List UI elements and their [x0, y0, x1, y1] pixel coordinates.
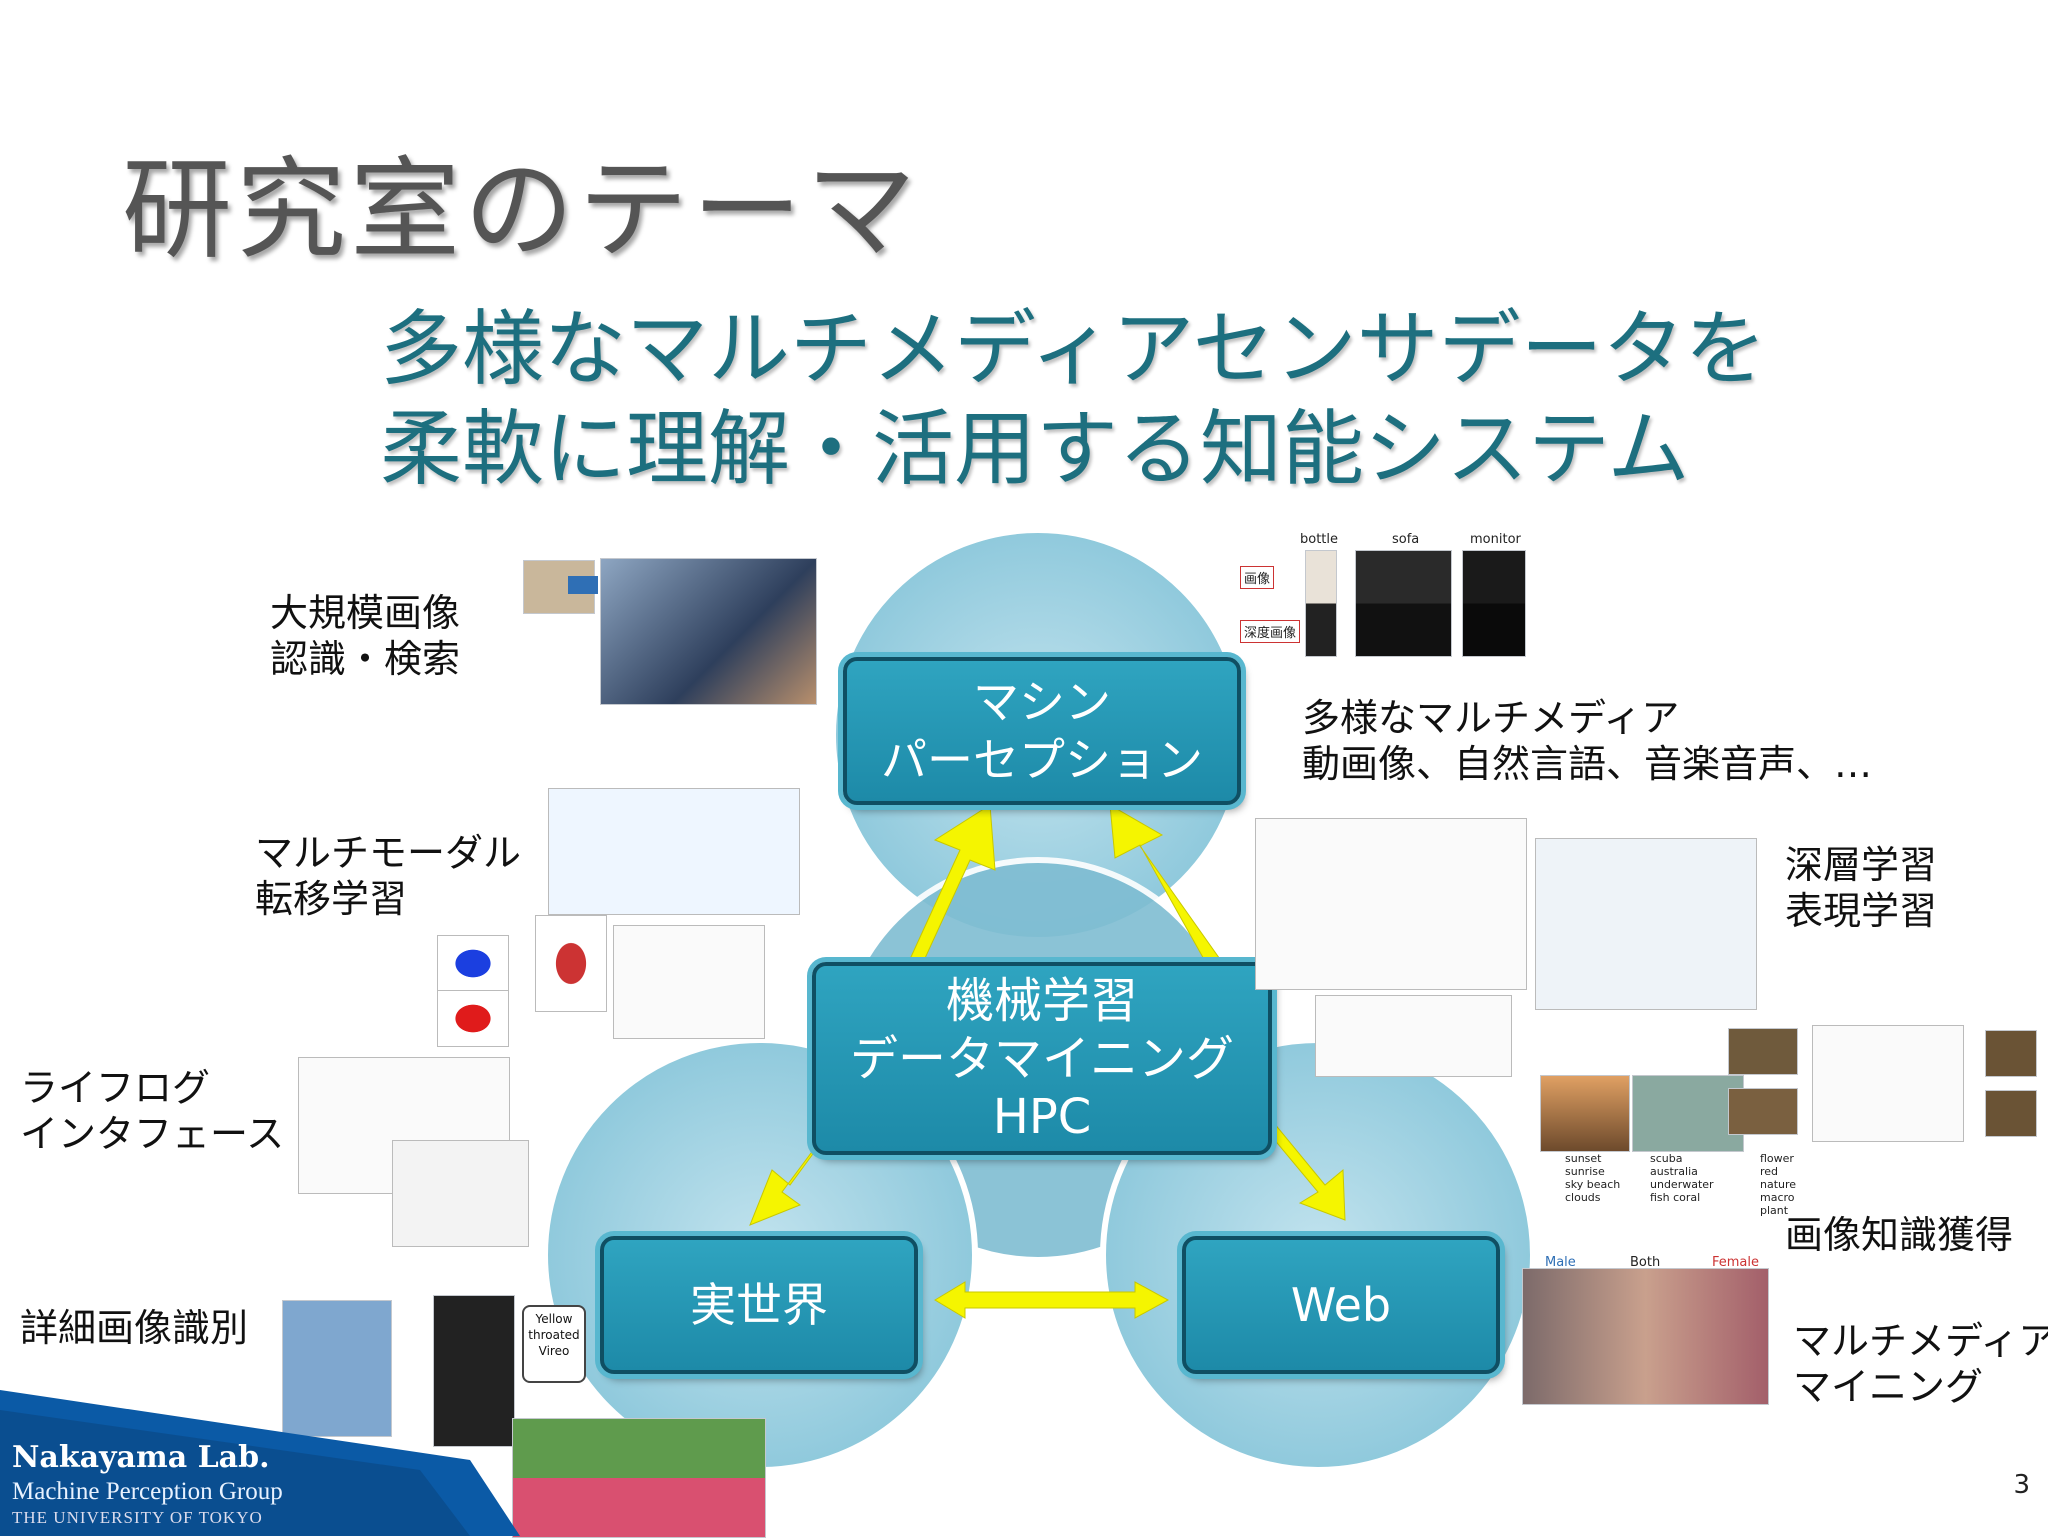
box-real-world: 実世界 — [600, 1236, 918, 1374]
glasses-image — [392, 1140, 529, 1247]
col-male: Male — [1545, 1255, 1576, 1270]
arrow-horizontal — [934, 1281, 1170, 1319]
multimodal-network-figure — [1535, 838, 1757, 1010]
label-multimedia-diverse: 多様なマルチメディア 動画像、自然言語、音楽音声、… — [1302, 696, 1873, 786]
sunset-image — [1540, 1075, 1630, 1152]
arrow-up-left — [904, 804, 996, 981]
footer-university: THE UNIVERSITY OF TOKYO — [12, 1508, 263, 1527]
bottle-image — [1305, 550, 1337, 657]
scatter-plot-joint — [535, 915, 607, 1012]
tags-flower: flower red nature macro plant — [1760, 1152, 1797, 1217]
embedding-plot — [1315, 995, 1512, 1077]
footer-group: Machine Perception Group — [12, 1478, 283, 1505]
box-web: Web — [1182, 1236, 1500, 1374]
query-image — [523, 560, 595, 614]
subtitle-line-2: 柔軟に理解・活用する知能システム — [380, 402, 1690, 497]
fashion-grid — [1522, 1268, 1769, 1405]
cnn-layers-figure — [1255, 818, 1527, 990]
subtitle-line-1: 多様なマルチメディアセンサデータを — [380, 302, 1767, 397]
col-female: Female — [1712, 1255, 1760, 1270]
row-image: 画像 — [1240, 566, 1275, 589]
tags-sunset: sunset sunrise sky beach clouds — [1565, 1152, 1621, 1204]
slide-title: 研究室のテーマ — [122, 146, 920, 274]
box-machine-learning: 機械学習 データマイニング HPC — [812, 962, 1272, 1155]
col-bottle: bottle — [1300, 532, 1339, 547]
row-depth: 深度画像 — [1240, 620, 1301, 643]
matching-diagram — [1812, 1025, 1964, 1142]
label-fine-grained: 詳細画像識別 — [20, 1306, 249, 1350]
col-sofa: sofa — [1392, 532, 1420, 547]
bear-image-2 — [1728, 1088, 1798, 1135]
box-machine-perception: マシン パーセプション — [843, 657, 1241, 805]
slide-subtitle: 多様なマルチメディアセンサデータを 柔軟に理解・活用する知能システム — [380, 300, 1767, 500]
multimodal-figure — [548, 788, 800, 915]
retrieval-grid — [600, 558, 817, 705]
monitor-image — [1462, 550, 1526, 657]
scatter-plot-red — [437, 990, 509, 1047]
phone-image — [433, 1295, 515, 1447]
bird-image — [282, 1300, 392, 1437]
leaf-flower-grid — [512, 1418, 766, 1538]
label-lifelog: ライフログ インタフェース — [20, 1066, 285, 1156]
coral-image — [1632, 1075, 1744, 1152]
footer-lab-name: Nakayama Lab. — [12, 1440, 270, 1475]
arrow-icon — [568, 576, 598, 594]
tags-scuba: scuba australia underwater fish coral — [1650, 1152, 1714, 1204]
sofa-image — [1355, 550, 1452, 657]
label-image-knowledge: 画像知識獲得 — [1785, 1213, 2014, 1257]
col-both: Both — [1630, 1255, 1661, 1270]
bear-image-3 — [1985, 1030, 2037, 1077]
col-monitor: monitor — [1470, 532, 1521, 547]
footer-band — [0, 1390, 520, 1536]
bear-image-1 — [1728, 1028, 1798, 1075]
page-number: 3 — [2013, 1470, 2030, 1500]
label-multimedia-mining: マルチメディア マイニング — [1793, 1319, 2048, 1409]
bear-image-4 — [1985, 1090, 2037, 1137]
vireo-callout: Yellow throated Vireo — [522, 1305, 586, 1383]
image-cluster — [613, 925, 765, 1039]
label-multimodal: マルチモーダル 転移学習 — [255, 831, 522, 921]
arrow-up-right — [1109, 804, 1223, 971]
label-large-scale: 大規模画像 認識・検索 — [270, 591, 461, 681]
label-deep-learning: 深層学習 表現学習 — [1785, 843, 1938, 933]
scatter-plot-blue — [437, 935, 509, 992]
